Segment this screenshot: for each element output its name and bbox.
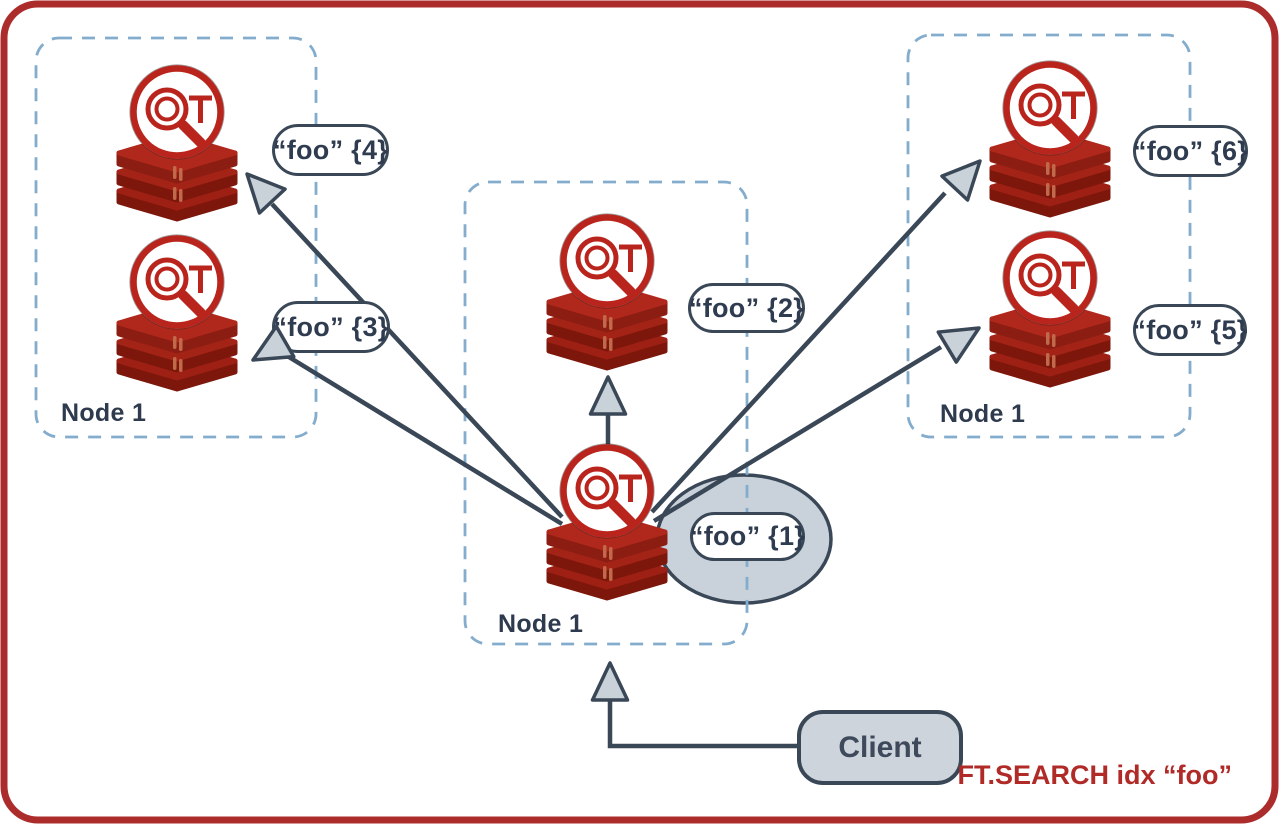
redisearch-shard-icon-foo3 (119, 235, 235, 389)
node-box-left (34, 36, 318, 439)
triangle-arrowhead-client (590, 661, 630, 702)
arrow-line-foo5 (652, 345, 943, 523)
node-label-right: Node 1 (940, 400, 1026, 428)
node-box-right (906, 33, 1192, 439)
shard-key-pill-foo2: “foo” {2} (688, 283, 805, 333)
redisearch-shard-icon-coordinator (549, 444, 665, 598)
triangle-arrowhead-foo4 (232, 160, 287, 215)
shard-key-pill-foo1: “foo” {1} (690, 512, 805, 561)
redisearch-shard-icon-foo6 (992, 61, 1108, 215)
triangle-arrowhead-foo6 (940, 147, 995, 202)
client-label: Client (838, 730, 922, 764)
node-label-left: Node 1 (61, 399, 147, 427)
ft-search-command-label: FT.SEARCH idx “foo” (957, 760, 1233, 790)
arrow-line-foo6 (650, 191, 947, 514)
arrow-line-foo3 (282, 352, 564, 526)
shard-key-pill-foo6: “foo” {6} (1133, 125, 1248, 177)
shard-key-pill-foo4: “foo” {4} (272, 124, 389, 176)
arrow-line-client (607, 700, 797, 749)
shard-key-pill-foo3: “foo” {3} (272, 301, 390, 353)
triangle-arrowhead-foo5 (936, 311, 990, 364)
client-box: Client (797, 710, 963, 785)
redisearch-shard-icon-foo4 (119, 65, 235, 219)
shard-key-pill-foo5: “foo” {5} (1132, 304, 1247, 356)
redisearch-shard-icon-foo5 (992, 231, 1108, 385)
node-label-center: Node 1 (498, 610, 584, 638)
redisearch-shard-icon-foo2 (549, 214, 665, 368)
arrow-line-foo4 (270, 202, 564, 519)
triangle-arrowhead-foo2 (588, 375, 628, 416)
node-box-center (463, 180, 749, 646)
